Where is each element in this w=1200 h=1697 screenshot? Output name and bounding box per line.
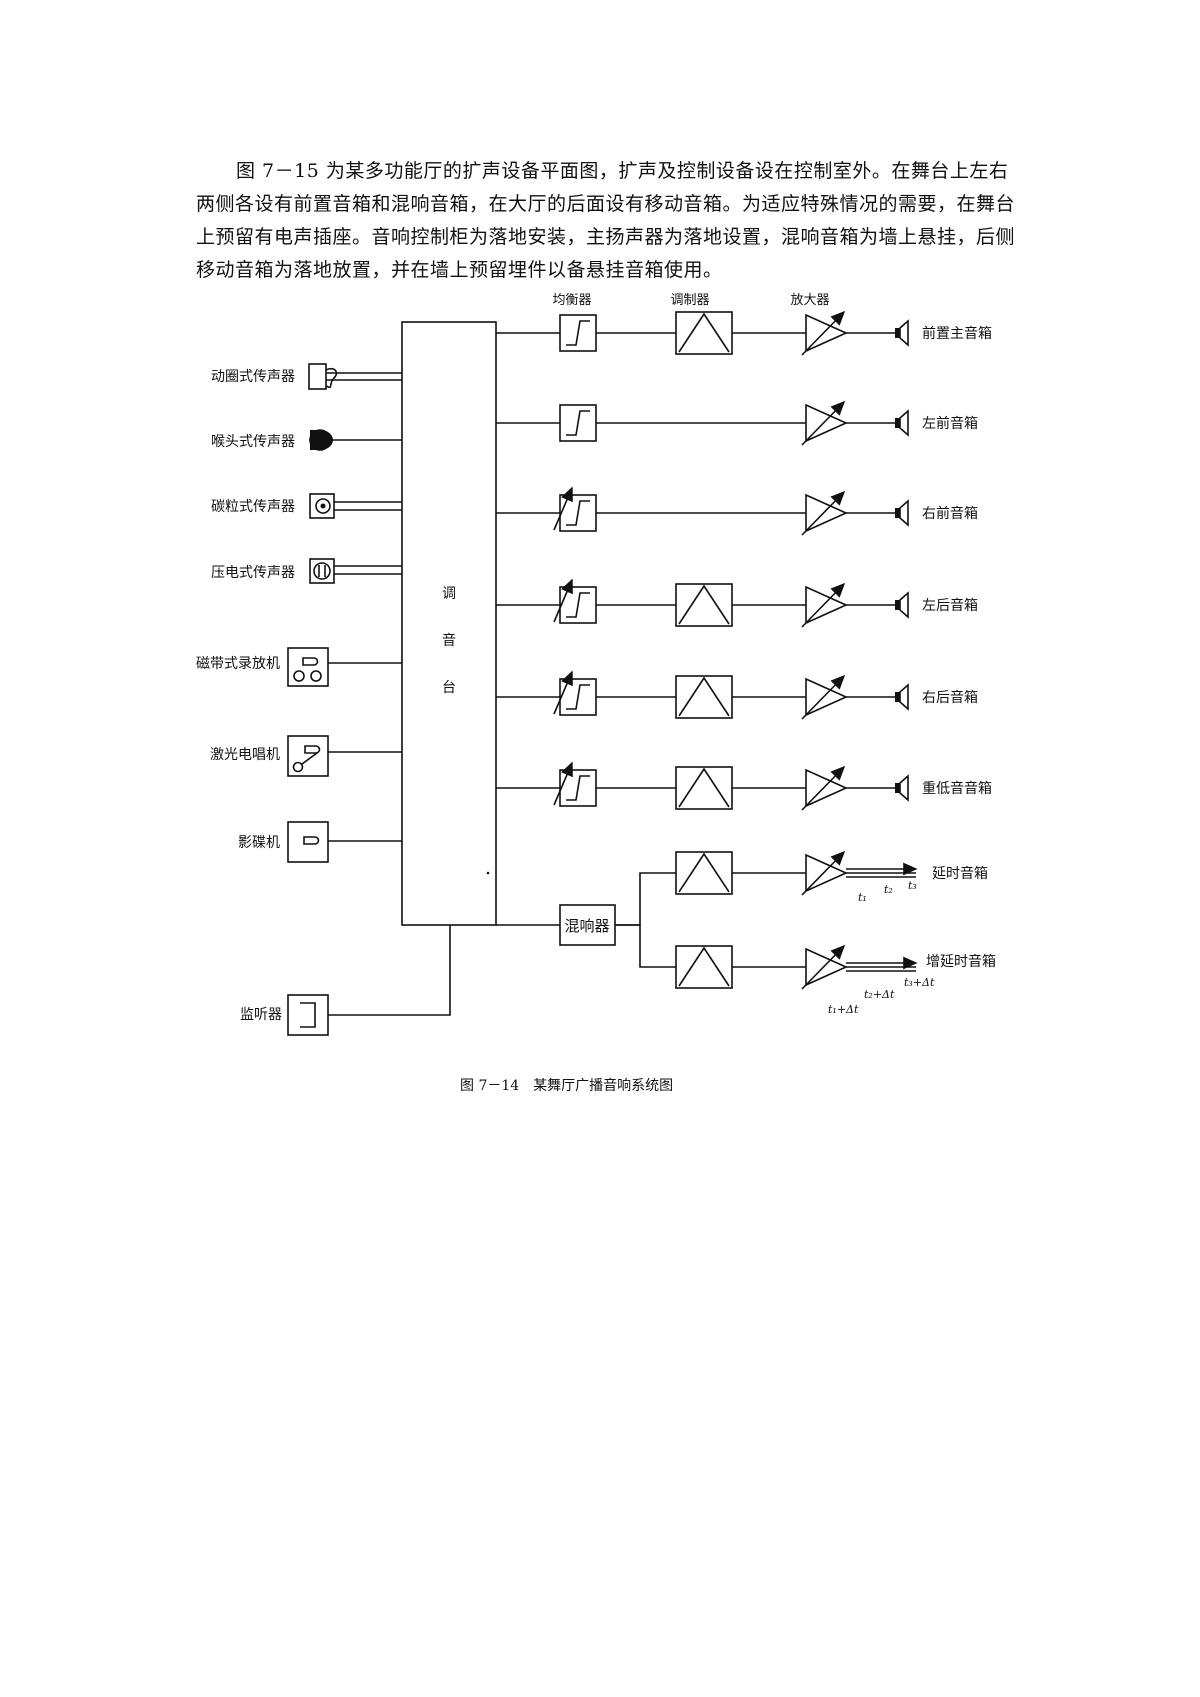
mixer-char-2: 音: [442, 632, 456, 649]
amplifier-icon: [801, 490, 848, 536]
source-label: 激光电唱机: [210, 746, 280, 763]
output-channel-row: 前置主音箱: [496, 310, 992, 356]
increased-delay-time-3: t₃+Δt: [904, 976, 935, 989]
source-throat-mic: 喉头式传声器: [211, 429, 402, 451]
amplifier-icon: [801, 310, 848, 356]
reverb-unit: [559, 904, 616, 946]
output-label: 右后音箱: [922, 689, 978, 706]
speaker-icon: [895, 319, 909, 347]
source-carbon-mic: 碳粒式传声器: [211, 493, 402, 519]
delay-time-1: t₁: [858, 891, 867, 904]
output-channel-row: 左前音箱: [496, 400, 978, 446]
amplifier-icon: [801, 674, 848, 720]
speaker-icon: [895, 409, 909, 437]
amplifier-header: 放大器: [790, 293, 829, 308]
modulator-icon: [675, 851, 733, 895]
modulator-icon: [675, 675, 733, 719]
modulator-icon: [675, 766, 733, 810]
modulator-header: 调制器: [670, 293, 709, 308]
source-label: 磁带式录放机: [196, 656, 280, 672]
adjustable-equalizer-icon: [553, 486, 597, 532]
amplifier-icon: [801, 582, 848, 628]
mixing-console: [401, 321, 497, 926]
speaker-icon: [895, 499, 909, 527]
monitor-label: 监听器: [240, 1007, 282, 1023]
figure-caption: 图 7－14 某舞厅广播音响系统图: [460, 1077, 673, 1094]
increased-delay-speaker-label: 增延时音箱: [926, 953, 996, 970]
speaker-icon: [895, 774, 909, 802]
speaker-icon: [895, 683, 909, 711]
piezo-mic-icon: [309, 558, 335, 584]
source-laser-player: 激光电唱机: [210, 735, 402, 777]
speaker-icon: [895, 591, 909, 619]
monitor-branch: 监听器: [240, 925, 451, 1036]
adjustable-equalizer-icon: [553, 670, 597, 716]
monitor-icon: [287, 994, 329, 1036]
delay-time-3: t₃: [908, 879, 917, 892]
modulator-icon: [675, 311, 733, 355]
throat-mic-icon: [309, 429, 333, 451]
output-label: 前置主音箱: [922, 325, 992, 342]
dynamic-mic-icon: [308, 363, 338, 390]
increased-delay-time-1: t₁+Δt: [828, 1003, 859, 1016]
source-dynamic-mic: 动圈式传声器: [211, 363, 402, 390]
laser-player-icon: [287, 735, 329, 777]
adjustable-equalizer-icon: [553, 761, 597, 807]
source-tape-recorder: 磁带式录放机: [196, 647, 402, 687]
delay-path: t₁ t₂ t₃ 延时音箱: [675, 850, 988, 904]
output-label: 左后音箱: [922, 597, 978, 614]
source-label: 压电式传声器: [211, 565, 295, 581]
modulator-icon: [675, 945, 733, 989]
output-channel-row: 重低音音箱: [496, 761, 992, 811]
modulator-icon: [675, 583, 733, 627]
output-channel-row: 右后音箱: [496, 670, 978, 720]
delay-time-2: t₂: [884, 883, 893, 896]
amplifier-icon: [801, 850, 848, 896]
mixer-char-1: 调: [442, 586, 456, 602]
source-disc-player: 影碟机: [238, 821, 402, 863]
tape-recorder-icon: [287, 647, 329, 687]
source-label: 碳粒式传声器: [211, 499, 295, 515]
disc-player-icon: [287, 821, 329, 863]
carbon-mic-icon: [309, 493, 335, 519]
mixer-char-3: 台: [442, 680, 456, 696]
delay-speaker-label: 延时音箱: [932, 865, 988, 882]
source-label: 影碟机: [238, 835, 280, 851]
source-label: 动圈式传声器: [211, 369, 295, 385]
increased-delay-path: t₁+Δt t₂+Δt t₃+Δt 增延时音箱: [675, 944, 996, 1016]
output-label: 重低音音箱: [922, 780, 992, 797]
equalizer-icon: [559, 314, 597, 352]
sound-system-diagram: 均衡器 调制器 放大器 调 音 台 动圈式传声器 喉头式传声器 碳粒式传声器: [196, 293, 996, 1094]
source-label: 喉头式传声器: [211, 434, 295, 450]
adjustable-equalizer-icon: [553, 578, 597, 624]
output-label: 右前音箱: [922, 505, 978, 522]
amplifier-icon: [801, 400, 848, 446]
increased-delay-time-2: t₂+Δt: [864, 988, 895, 1001]
reverb-label: 混响器: [564, 917, 609, 935]
amplifier-icon: [801, 765, 848, 811]
reverb-branch: 混响器 t₁ t₂ t₃ 延时音箱: [496, 850, 996, 1016]
amplifier-icon: [801, 944, 848, 990]
source-piezo-mic: 压电式传声器: [211, 558, 402, 584]
equalizer-icon: [559, 404, 597, 442]
output-channel-row: 右前音箱: [496, 486, 978, 536]
intro-paragraph: 图 7－15 为某多功能厅的扩声设备平面图，扩声及控制设备设在控制室外。在舞台上…: [196, 160, 1016, 281]
output-channel-row: 左后音箱: [496, 578, 978, 628]
output-label: 左前音箱: [922, 415, 978, 432]
equalizer-header: 均衡器: [552, 293, 591, 308]
